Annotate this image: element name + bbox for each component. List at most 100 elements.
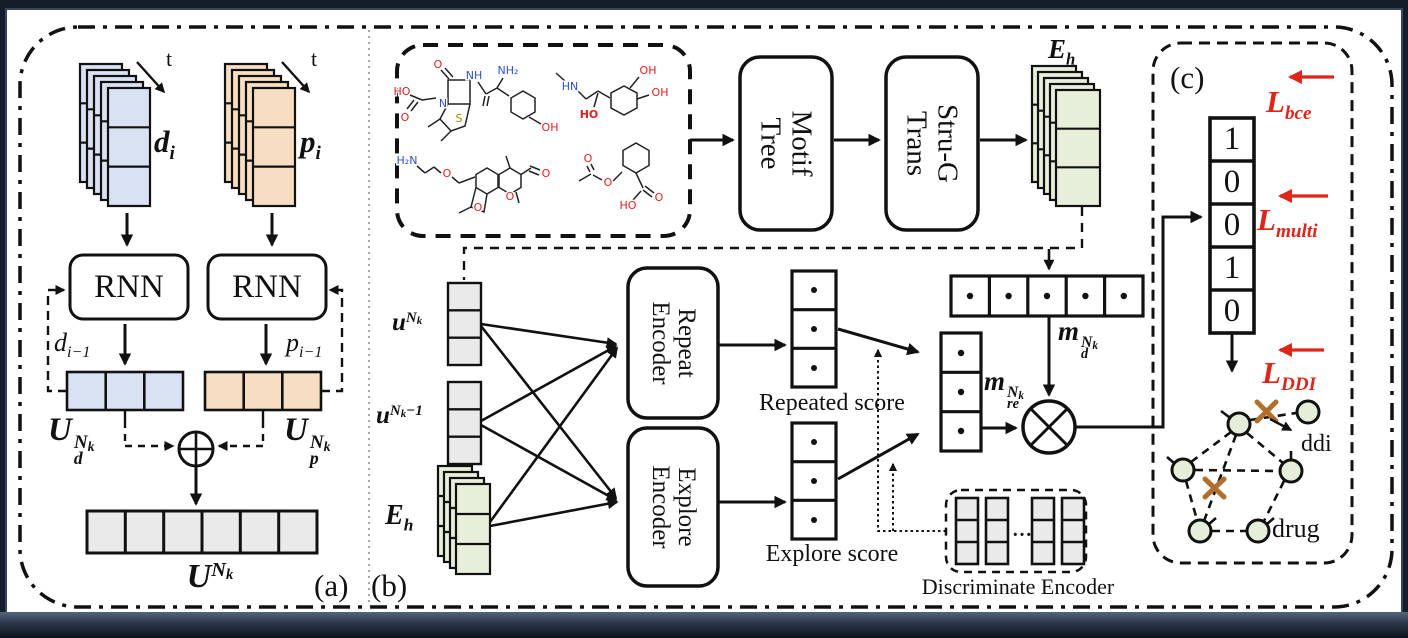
vector-cell-value: 1 xyxy=(1223,121,1241,157)
repeated-to-mre-arrow xyxy=(837,327,920,356)
atom-label-icon: S xyxy=(456,112,463,125)
m-d-dots xyxy=(966,292,1128,300)
vector-cell-value: 0 xyxy=(1223,293,1241,329)
u-d-row xyxy=(65,370,185,412)
p-prev-label: pi−1 xyxy=(286,328,323,362)
cross-attention-arrows xyxy=(479,322,619,528)
oplus-icon xyxy=(177,430,215,468)
u-p-row xyxy=(203,370,323,412)
rnn-left-label: RNN xyxy=(94,269,164,305)
repeated-score-dots xyxy=(811,287,817,371)
ddi-pointer-arrow xyxy=(1269,417,1293,432)
molecule-4 xyxy=(578,142,655,201)
stru-g-trans-box xyxy=(884,55,980,232)
eh-feedback-dashed xyxy=(462,207,1084,280)
u-nk-prev-stack xyxy=(446,380,483,466)
loss-multi-label: Lmulti xyxy=(1257,202,1318,243)
rnn-left-box xyxy=(68,253,190,321)
u-out-label: UNk xyxy=(186,558,234,596)
repeat-encoder-box xyxy=(626,266,720,420)
p-sequence-stack xyxy=(223,62,297,208)
discriminate-encoder-box xyxy=(944,488,1088,574)
e-h-left-label: Eh xyxy=(385,500,414,535)
d-sequence-stack xyxy=(78,62,152,208)
u-nk-prev-label: uNk−1 xyxy=(376,402,423,429)
explore-score-label: Explore score xyxy=(765,541,899,567)
ddi-cross-marks xyxy=(1202,399,1279,500)
molecule-1 xyxy=(406,67,542,142)
prediction-vector xyxy=(1208,116,1256,335)
atom-label-icon: O xyxy=(584,152,593,165)
atom-label-icon: HN xyxy=(562,80,579,93)
loss-bce-label: Lbce xyxy=(1266,84,1312,125)
ddi-graph-nodes xyxy=(1170,399,1321,544)
sum-connectors xyxy=(123,410,265,452)
atom-label-icon: O xyxy=(401,111,410,124)
ddi-label: ddi xyxy=(1301,431,1332,457)
e-h-top-stack xyxy=(1030,64,1102,208)
otimes-to-vector-arrow xyxy=(1076,210,1203,429)
time-arrow-d xyxy=(136,61,166,94)
rnn-right-box xyxy=(206,253,328,321)
atom-label-icon: O xyxy=(655,191,664,204)
vector-cell-value: 0 xyxy=(1223,164,1241,200)
atom-label-icon: O xyxy=(604,176,613,189)
u-nk-stack xyxy=(446,281,483,367)
otimes-icon xyxy=(1021,399,1077,455)
d-i-label: di xyxy=(154,124,175,165)
molecule-2 xyxy=(555,72,650,116)
rnn-right-feedback xyxy=(321,284,344,393)
panel-b-label: (b) xyxy=(371,568,408,603)
atom-label-icon: O xyxy=(443,167,452,180)
ddi-graph-node-stubs xyxy=(1166,409,1293,525)
atom-label-icon: HO xyxy=(580,108,599,121)
atom-label-icon: NH₂ xyxy=(498,64,519,77)
atom-label-icon: OH xyxy=(640,64,657,77)
atom-label-icon: N xyxy=(439,97,447,110)
loss-ddi-label: LDDI xyxy=(1262,355,1317,396)
atom-label-icon: O xyxy=(474,201,483,214)
molecule-3 xyxy=(416,155,541,214)
atom-label-icon: H₂N xyxy=(397,154,418,167)
p-i-label: pi xyxy=(300,124,321,165)
time-label-p: t xyxy=(311,46,318,71)
m-re-dots xyxy=(957,349,965,435)
e-h-top-label: Eh xyxy=(1048,34,1076,69)
time-arrow-p xyxy=(281,61,311,94)
atom-label-icon: O xyxy=(542,167,551,180)
repeated-score-label: Repeated score xyxy=(759,390,905,416)
explore-score-dots xyxy=(811,439,817,523)
rnn-right-label: RNN xyxy=(232,269,302,305)
u-out-row xyxy=(85,509,319,555)
vector-cell-value: 0 xyxy=(1223,207,1241,243)
panel-c-label: (c) xyxy=(1170,60,1205,95)
discriminate-feedback-dotted-1 xyxy=(873,348,946,532)
atom-label-icon: OH xyxy=(542,121,559,134)
atom-label-icon: O xyxy=(434,58,443,71)
atom-label-icon: HO xyxy=(620,199,637,212)
discriminate-columns xyxy=(954,496,1086,566)
u-nk-label: uNk xyxy=(392,309,423,336)
discriminate-encoder-label: Discriminate Encoder xyxy=(921,574,1115,599)
d-prev-label: di−1 xyxy=(54,328,91,362)
atom-label-icon: NH xyxy=(466,69,483,82)
time-label-d: t xyxy=(166,46,173,71)
e-h-left-stack xyxy=(436,464,492,576)
atom-label-icon: HO xyxy=(394,85,411,98)
atom-label-icon: O xyxy=(506,190,515,203)
explore-encoder-box xyxy=(626,426,720,588)
explore-to-mre-arrow xyxy=(837,432,920,481)
drug-label: drug xyxy=(1272,514,1320,543)
panel-c-box xyxy=(1151,41,1354,565)
window-bottom-frame xyxy=(0,612,1408,638)
discriminate-ellipsis: … xyxy=(1012,519,1032,541)
